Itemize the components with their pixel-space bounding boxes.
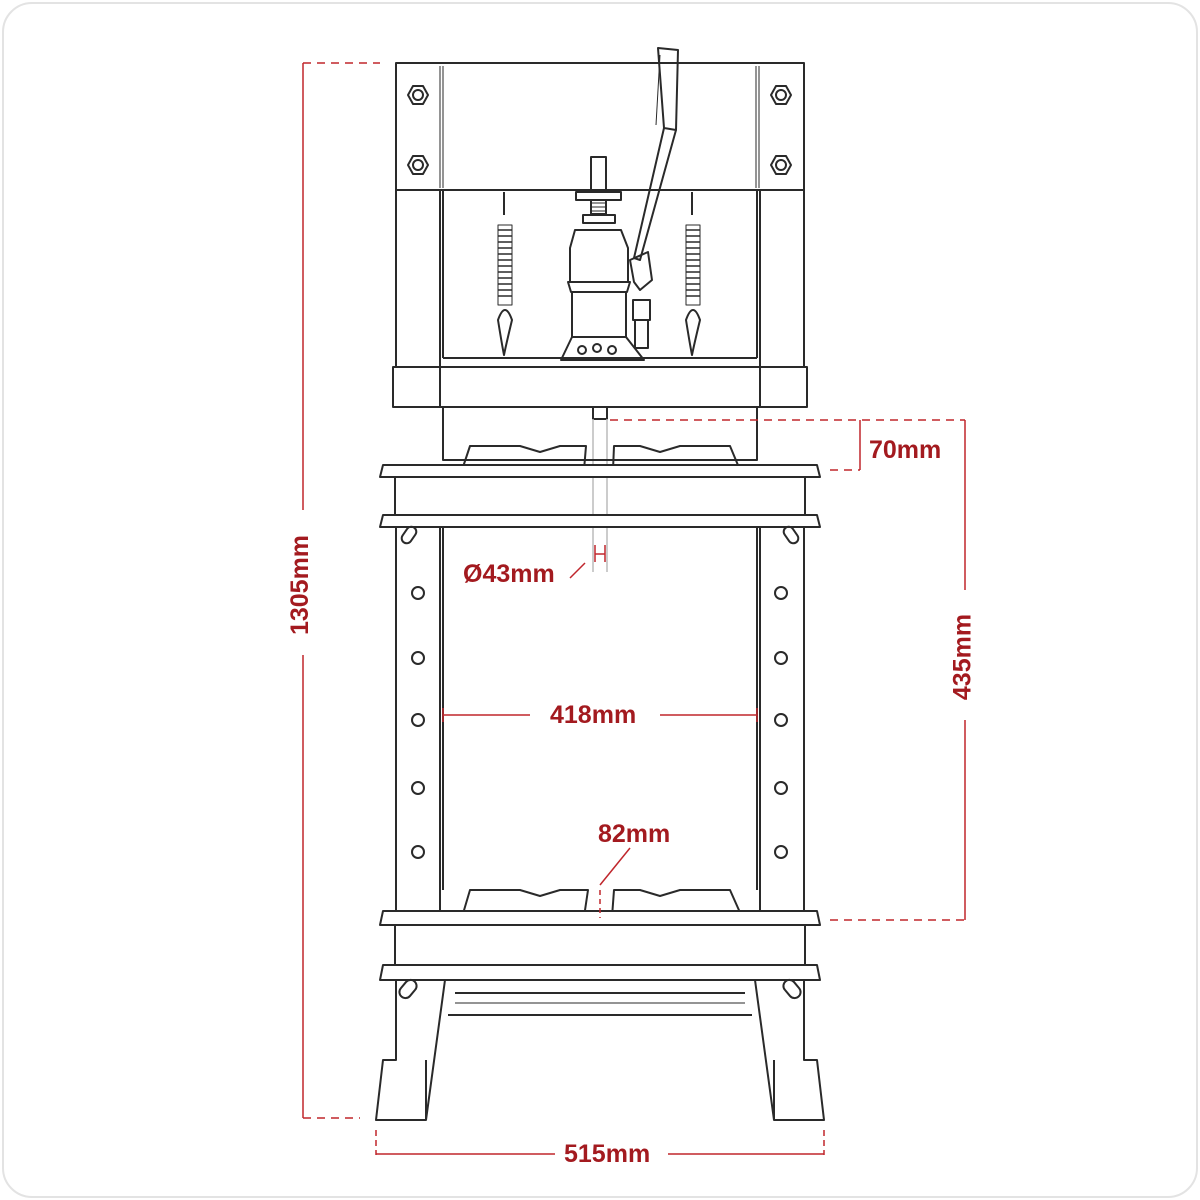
feet xyxy=(375,979,825,1121)
inner-width-label: 418mm xyxy=(550,701,637,729)
return-spring xyxy=(497,192,701,356)
pump-handle xyxy=(629,47,679,349)
overall-height-label: 1305mm xyxy=(286,534,314,636)
dimension-lines xyxy=(302,62,966,1155)
working-height-label: 435mm xyxy=(948,613,977,701)
bolt-icon xyxy=(407,85,792,175)
lower-bed-plate xyxy=(379,910,821,981)
overall-width-label: 515mm xyxy=(564,1140,651,1168)
pin-hole xyxy=(411,586,788,859)
bottle-jack xyxy=(560,156,645,361)
upper-bed-plate xyxy=(379,464,821,528)
bed-gap-label: 82mm xyxy=(598,820,671,848)
top-crossbeam xyxy=(395,62,805,191)
ram-diameter-label: Ø43mm xyxy=(463,560,555,588)
ram-stroke-label: 70mm xyxy=(869,436,942,464)
